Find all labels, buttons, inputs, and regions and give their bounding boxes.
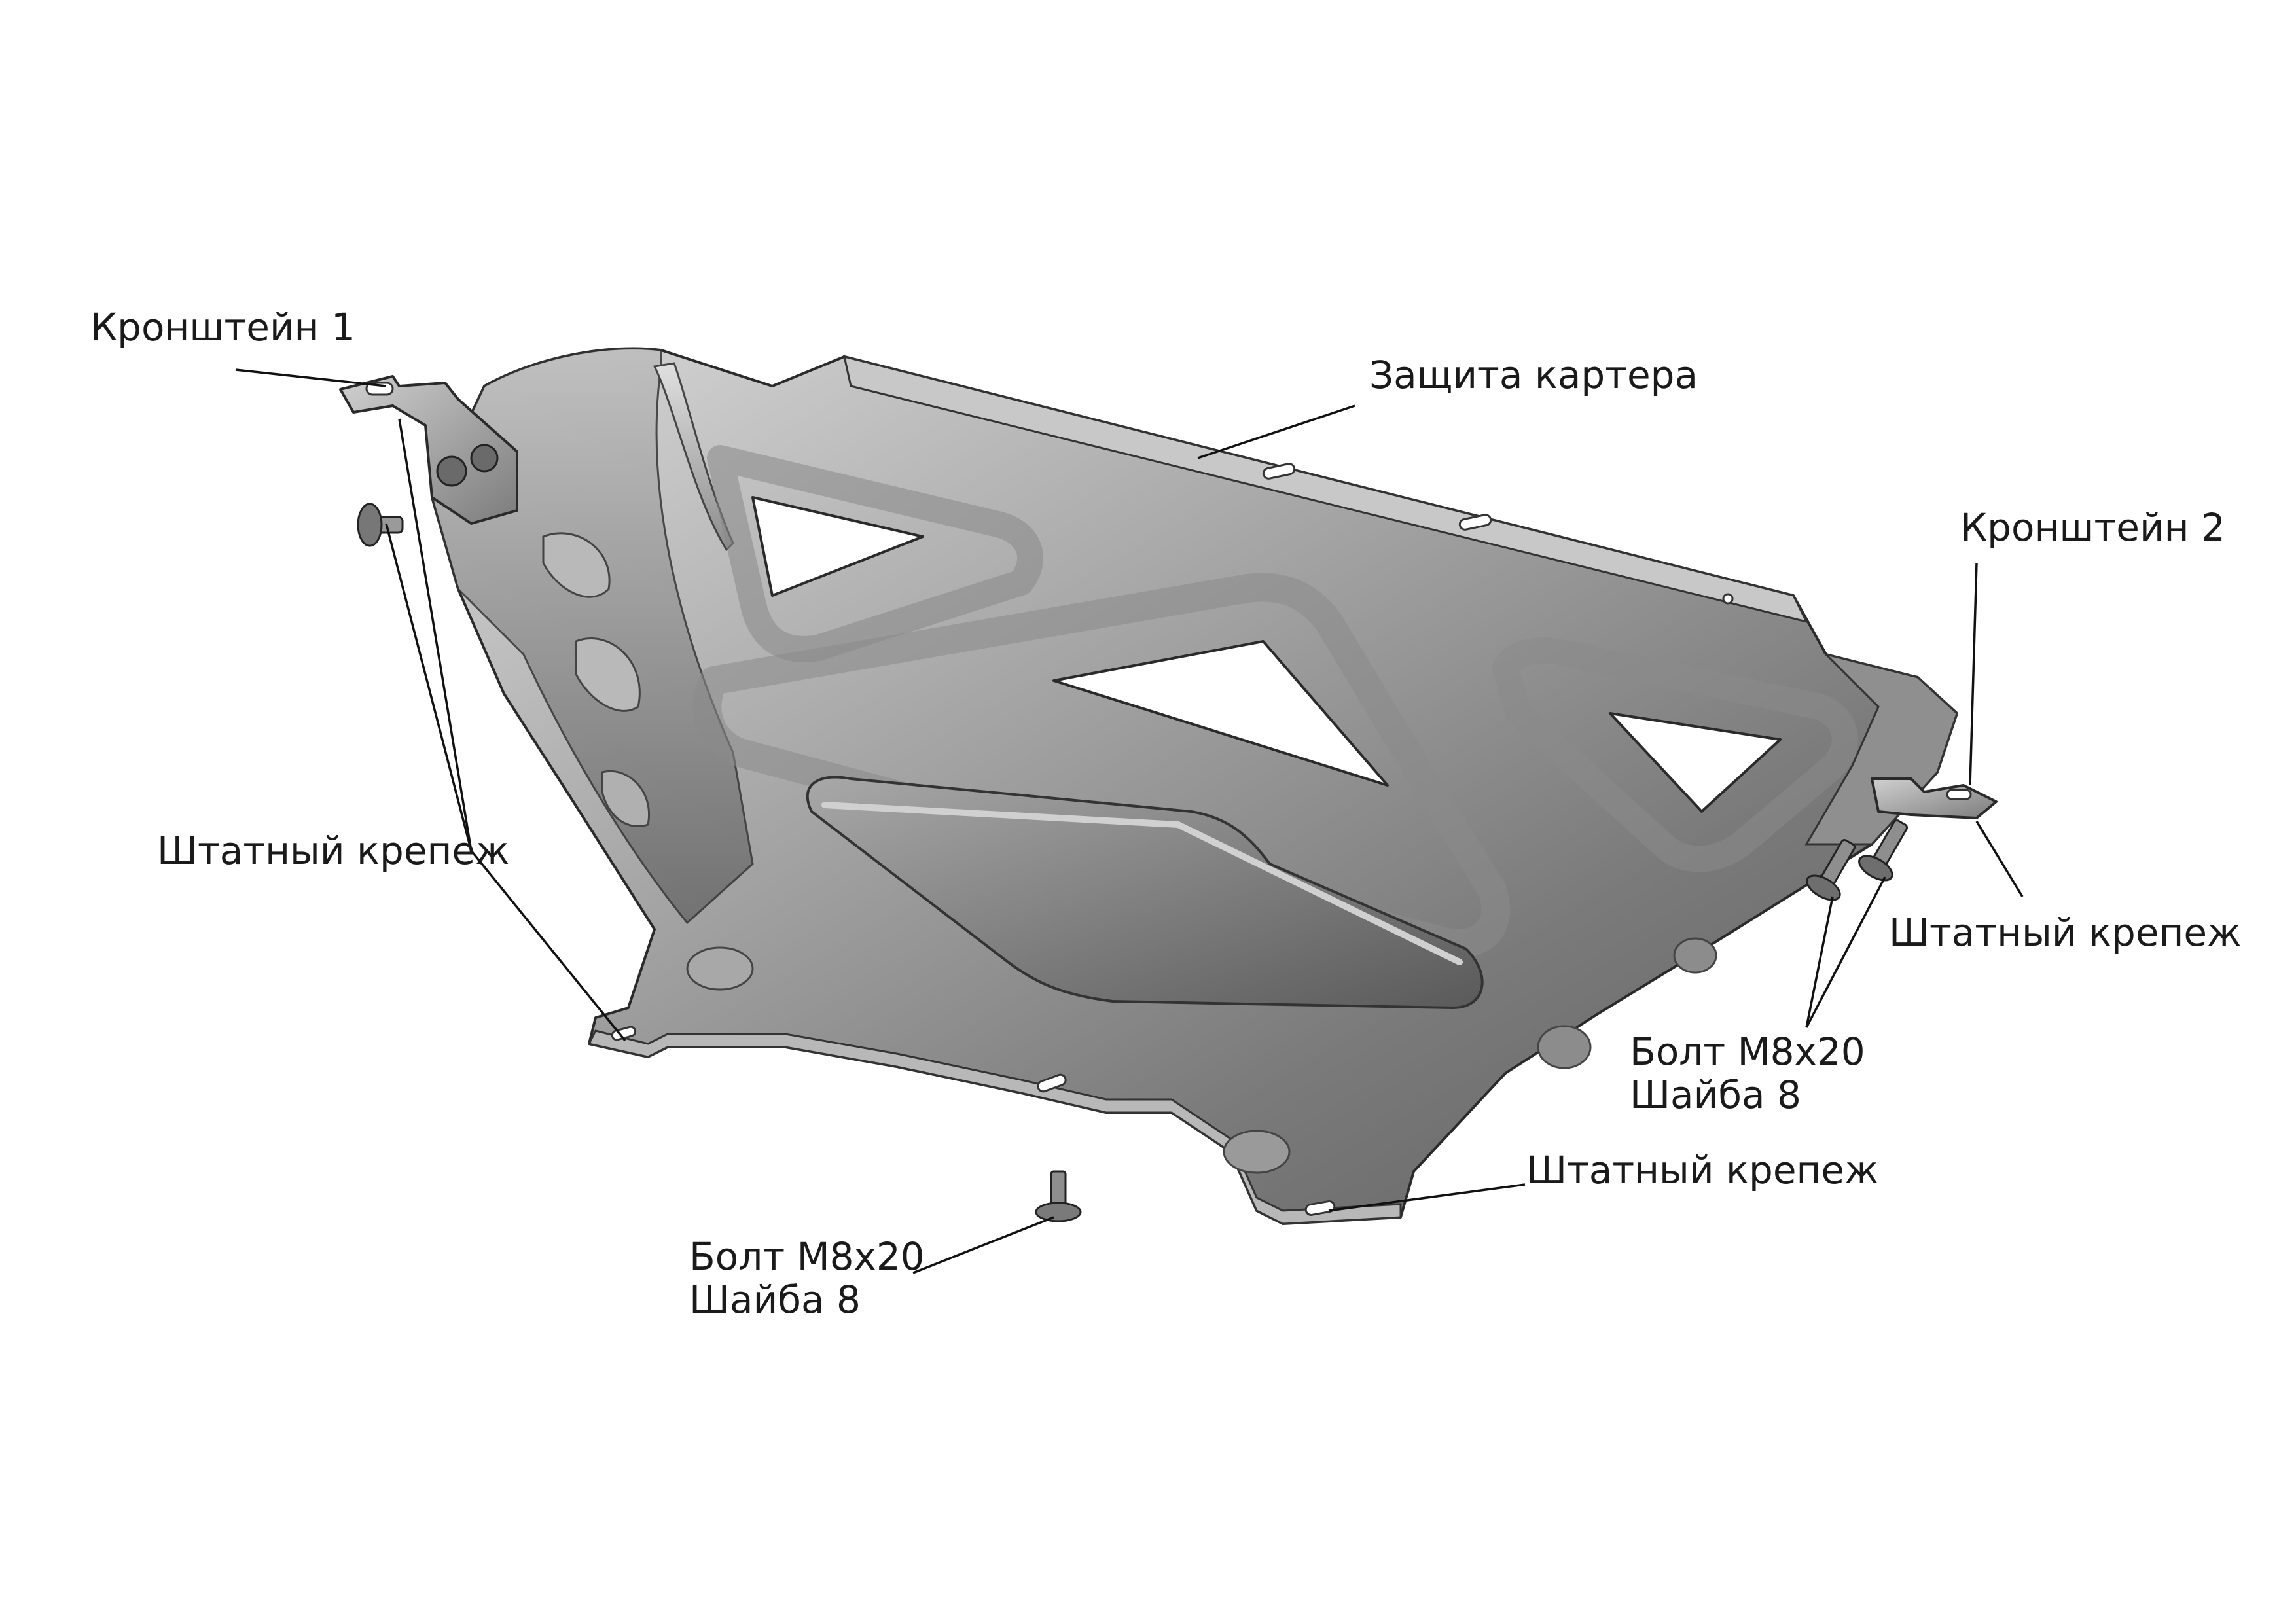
right-tail: [1804, 652, 1958, 846]
dimple: [1223, 1130, 1291, 1174]
cutout-triangle-2: [1052, 640, 1389, 787]
panel-rib: [821, 802, 1463, 965]
dimple: [1537, 1025, 1592, 1069]
side-dimples: [542, 532, 650, 828]
bolts-right: [1806, 819, 1909, 901]
label-bolt-right-line1: Болт М8х20: [1630, 1029, 1865, 1074]
rib-frame-2: [692, 573, 1511, 958]
front-slot-right: [1304, 1200, 1336, 1216]
label-crankcase-guard: Защита картера: [1369, 353, 1698, 397]
nut: [470, 444, 499, 473]
labels: Кронштейн 1 Защита картера Кронштейн 2 Ш…: [90, 305, 2241, 1322]
label-bolt-right-line2: Шайба 8: [1630, 1073, 1801, 1117]
label-std-fastener-left: Штатный крепеж: [157, 829, 509, 873]
front-slot-left: [611, 1026, 637, 1041]
cutout-triangle-3: [1609, 712, 1782, 813]
label-std-fastener-bottom: Штатный крепеж: [1526, 1148, 1878, 1192]
flange-slot: [1458, 514, 1492, 531]
flange-hole: [1722, 593, 1734, 605]
leader-lines: [235, 368, 2024, 1274]
bracket-1: [339, 375, 518, 525]
front-slot: [1037, 1073, 1067, 1093]
front-flange: [587, 1029, 1402, 1225]
nut: [436, 455, 467, 487]
dimple: [1673, 937, 1717, 974]
label-bolt-bottom-line2: Шайба 8: [689, 1277, 861, 1322]
rib-frame-1: [707, 445, 1044, 662]
dimple: [686, 946, 754, 991]
label-std-fastener-right: Штатный крепеж: [1889, 910, 2241, 955]
label-bracket-2: Кронштейн 2: [1960, 505, 2225, 550]
crankcase-guard-plate: [431, 347, 1958, 1225]
bolt-bottom: [1035, 1170, 1082, 1222]
cutout-triangle-1: [751, 496, 924, 597]
rib-frame-3: [1492, 637, 1858, 872]
label-bolt-bottom-line1: Болт М8х20: [689, 1234, 925, 1279]
bolt-left: [357, 503, 404, 547]
recessed-panel: [806, 776, 1484, 1009]
label-bracket-1: Кронштейн 1: [90, 305, 355, 349]
bracket-2: [1871, 777, 1998, 819]
flange-slot: [1262, 463, 1296, 480]
